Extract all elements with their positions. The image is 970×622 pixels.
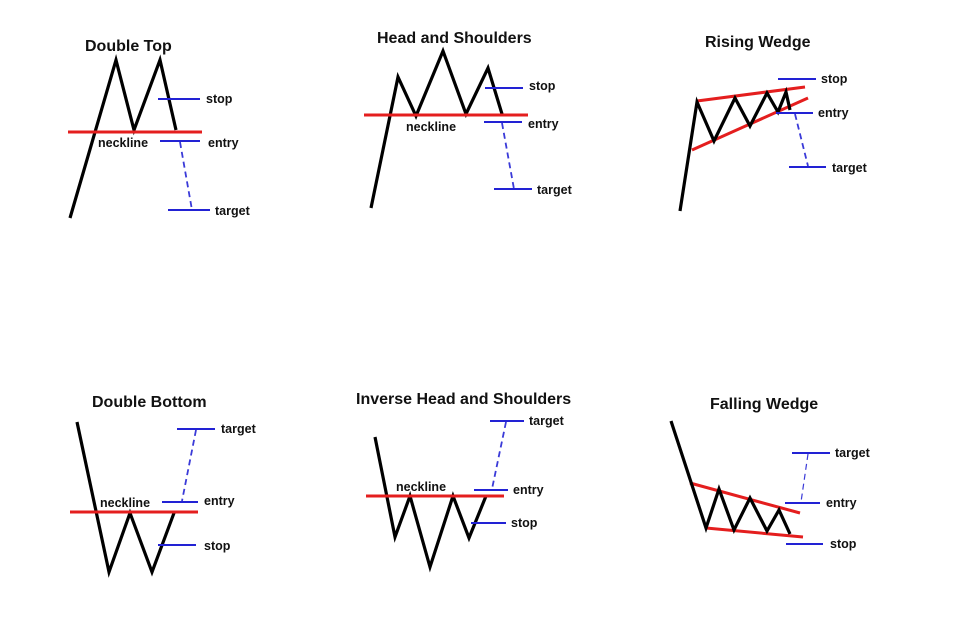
- falling-wedge-stop-label: stop: [830, 537, 857, 551]
- head-shoulders-target-projection: [501, 122, 515, 190]
- double-bottom-panel: Double Bottom neckline target entry stop: [70, 394, 257, 578]
- falling-wedge-entry-label: entry: [826, 496, 857, 510]
- falling-wedge-price-line: [669, 420, 792, 535]
- inverse-head-shoulders-target-projection: [491, 421, 507, 490]
- rising-wedge-entry-label: entry: [818, 106, 849, 120]
- double-bottom-stop-label: stop: [204, 539, 231, 553]
- falling-wedge-panel: Falling Wedge target entry stop: [669, 396, 871, 551]
- falling-wedge-title: Falling Wedge: [710, 396, 818, 413]
- head-shoulders-stop-label: stop: [529, 79, 556, 93]
- falling-wedge-lower-trendline: [705, 526, 804, 539]
- double-top-target-projection: [179, 141, 193, 211]
- double-top-entry-label: entry: [208, 136, 239, 150]
- head-shoulders-target-label: target: [537, 183, 573, 197]
- double-bottom-neckline-label: neckline: [100, 496, 150, 510]
- double-top-panel: Double Top neckline stop entry target: [68, 38, 251, 219]
- double-top-stop-label: stop: [206, 92, 233, 106]
- rising-wedge-target-label: target: [832, 161, 868, 175]
- inverse-head-shoulders-panel: Inverse Head and Shoulders neckline targ…: [356, 391, 571, 573]
- double-top-target-label: target: [215, 204, 251, 218]
- head-shoulders-entry-label: entry: [528, 117, 559, 131]
- falling-wedge-target-label: target: [835, 446, 871, 460]
- double-bottom-title: Double Bottom: [92, 394, 207, 411]
- falling-wedge-target-projection: [800, 453, 809, 503]
- double-bottom-entry-label: entry: [204, 494, 235, 508]
- inverse-head-shoulders-stop-label: stop: [511, 516, 538, 530]
- inverse-head-shoulders-entry-label: entry: [513, 483, 544, 497]
- double-top-price-line: [68, 53, 178, 219]
- falling-wedge-upper-trendline: [689, 481, 801, 515]
- rising-wedge-stop-label: stop: [821, 72, 848, 86]
- inverse-head-shoulders-neckline-label: neckline: [396, 480, 446, 494]
- rising-wedge-panel: Rising Wedge stop entry target: [678, 34, 868, 212]
- inverse-head-shoulders-title: Inverse Head and Shoulders: [356, 391, 571, 408]
- head-shoulders-neckline-label: neckline: [406, 120, 456, 134]
- inverse-head-shoulders-target-label: target: [529, 414, 565, 428]
- double-bottom-target-projection: [181, 429, 197, 502]
- head-shoulders-price-line: [369, 46, 504, 209]
- head-shoulders-panel: Head and Shoulders neckline stop entry t…: [364, 30, 573, 209]
- inverse-head-shoulders-price-line: [373, 436, 488, 573]
- rising-wedge-title: Rising Wedge: [705, 34, 811, 51]
- double-top-title: Double Top: [85, 38, 172, 55]
- rising-wedge-target-projection: [794, 113, 809, 167]
- double-bottom-target-label: target: [221, 422, 257, 436]
- rising-wedge-price-line: [678, 86, 792, 212]
- head-shoulders-title: Head and Shoulders: [377, 30, 532, 47]
- double-top-neckline-label: neckline: [98, 136, 148, 150]
